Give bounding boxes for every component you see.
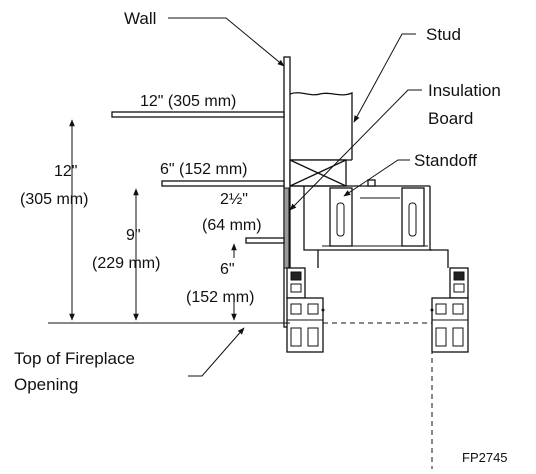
label-figure-id: FP2745 xyxy=(462,450,508,465)
leader-stud xyxy=(353,33,416,123)
side-column-left xyxy=(286,267,325,353)
label-opening: Opening xyxy=(14,375,78,394)
dim-12-in: 12" xyxy=(54,163,77,180)
dim-2half-mm: (64 mm) xyxy=(202,217,262,234)
leader-top-of-opening xyxy=(188,327,245,377)
label-top-of-opening: Top of Fireplace xyxy=(14,349,135,368)
standoff-bracket-left xyxy=(329,187,353,247)
mantel-shelf-12in xyxy=(111,111,285,118)
label-stud: Stud xyxy=(426,25,461,44)
side-column-right xyxy=(430,267,469,353)
dim-shelf-mid-width: 6" (152 mm) xyxy=(160,161,247,178)
fireplace-outline xyxy=(303,186,449,268)
label-wall: Wall xyxy=(124,9,156,28)
dim-9-in: 9" xyxy=(126,227,141,244)
leader-standoff xyxy=(343,159,410,197)
dim-shelf-top-width: 12" (305 mm) xyxy=(140,93,236,110)
leader-insulation xyxy=(289,89,422,211)
standoff-tab xyxy=(367,179,376,187)
label-standoff: Standoff xyxy=(414,151,477,170)
insulation-board xyxy=(283,187,290,269)
fireplace-opening-dashed xyxy=(323,322,433,469)
mantel-shelf-bottom xyxy=(245,237,285,244)
dim-9-mm: (229 mm) xyxy=(92,255,160,272)
dim-6-mm: (152 mm) xyxy=(186,289,254,306)
label-insulation: Insulation xyxy=(428,81,501,100)
dim-2half-in: 2½" xyxy=(220,191,248,208)
dim-6-in: 6" xyxy=(220,261,235,278)
mantel-shelf-6in xyxy=(161,180,285,187)
stud-upper xyxy=(289,92,353,161)
standoff-bracket-right xyxy=(401,187,425,247)
leader-wall xyxy=(168,17,285,67)
stud-block xyxy=(289,159,347,187)
label-board: Board xyxy=(428,109,473,128)
dim-12-mm: (305 mm) xyxy=(20,191,88,208)
